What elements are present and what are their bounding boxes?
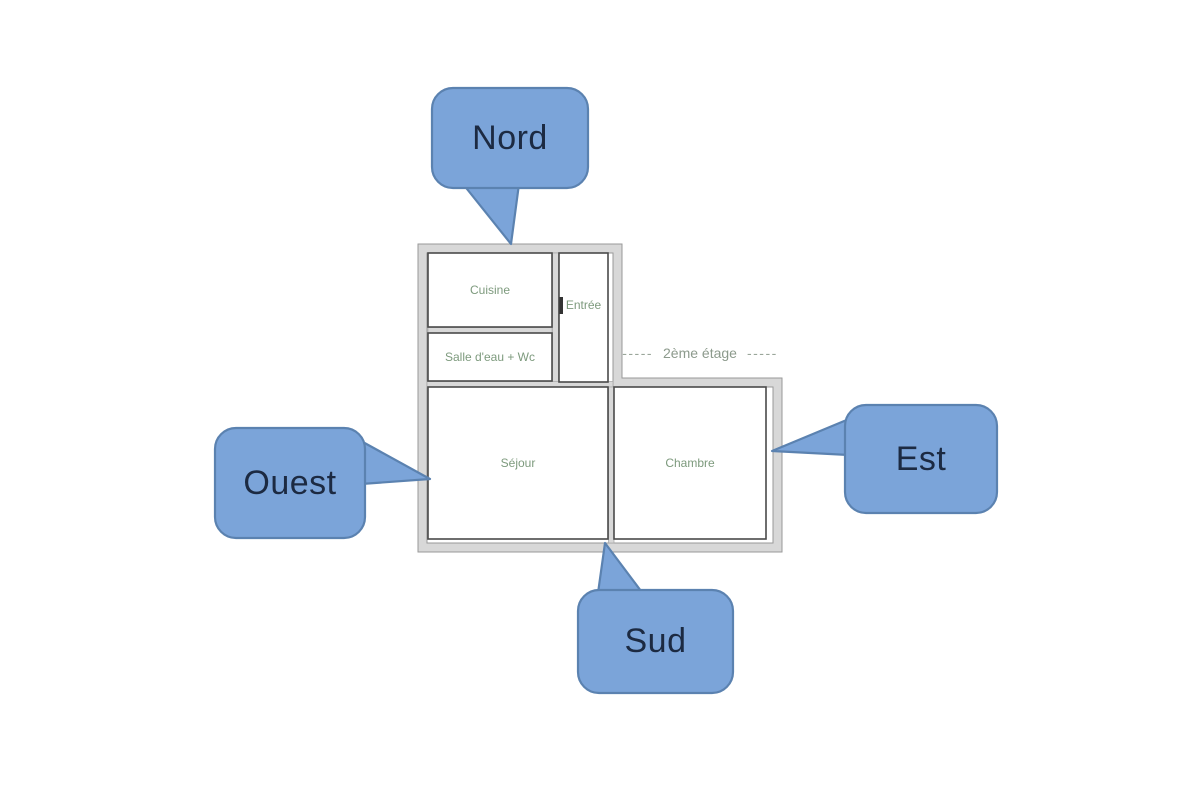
partition-cuisine-salle-eau: [427, 327, 553, 334]
north-bubble-tail: [461, 182, 521, 246]
room-cuisine-rect: [427, 252, 553, 328]
room-sejour-rect: [427, 386, 609, 540]
partition-cuisine-entree: [552, 252, 559, 383]
room-entree-rect: [558, 252, 609, 383]
room-salle-eau-rect: [427, 332, 553, 382]
west-bubble-body: [213, 426, 367, 540]
east-bubble-body: [843, 403, 999, 515]
partition-sejour-chambre: [608, 386, 615, 544]
room-chambre-rect: [613, 386, 767, 540]
east-bubble-tail: [770, 417, 851, 457]
south-bubble-body: [576, 588, 735, 695]
entree-door-marker: [559, 297, 563, 314]
outer-wall: [417, 243, 783, 553]
north-bubble-body: [430, 86, 590, 190]
